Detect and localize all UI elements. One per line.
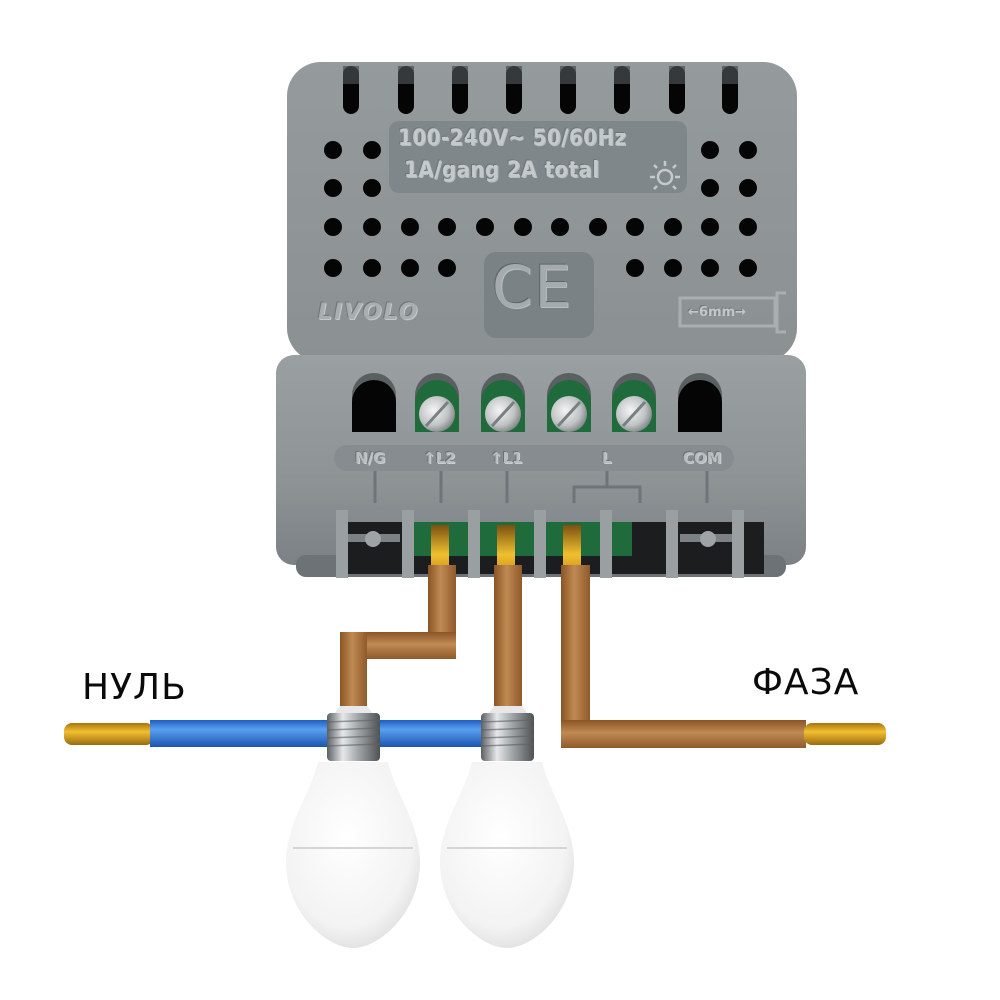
neutral-wire-bare-end (64, 723, 154, 745)
brand-logo: LIVOLO (318, 300, 420, 325)
terminal-leader-lines (373, 471, 709, 503)
terminal-label-l1: ↑L1 (490, 449, 523, 467)
terminal-label-com: COM (683, 449, 722, 467)
socket-com (678, 373, 722, 432)
wire-end-l2 (431, 525, 449, 567)
current-rating-spec: 1A/gang 2A total (404, 158, 600, 183)
vent-dots (324, 141, 757, 277)
strip-length-label: ←6mm→ (688, 305, 746, 320)
screw-l-b[interactable] (612, 373, 656, 432)
screw-l2[interactable] (415, 373, 459, 432)
terminal-label-l2: ↑L2 (423, 449, 456, 467)
phase-label: ФАЗА (752, 662, 860, 703)
screw-l-a[interactable] (547, 373, 591, 432)
socket-ng (352, 373, 396, 432)
bulb-2 (440, 706, 574, 948)
wire-end-l1 (497, 525, 515, 567)
terminal-label-l: L (602, 449, 612, 467)
phase-wire (561, 565, 886, 748)
bulb-light-icon (650, 161, 680, 190)
phase-wire-bare-end (804, 723, 886, 745)
terminal-label-band (334, 445, 734, 471)
neutral-wire (64, 720, 495, 747)
screw-l1[interactable] (481, 373, 525, 432)
ce-plate (484, 252, 594, 338)
spec-plate (389, 121, 687, 193)
switch-module (276, 62, 806, 578)
ce-mark: CE (492, 253, 574, 321)
wire-end-l (563, 525, 581, 567)
wire-l1-to-bulb-2 (494, 565, 522, 708)
terminal-sockets (352, 373, 722, 432)
bulb-1 (286, 706, 420, 948)
terminal-label-ng: N/G (355, 449, 386, 467)
voltage-frequency-spec: 100-240V~ 50/60Hz (398, 126, 627, 151)
neutral-label: НУЛЬ (82, 667, 187, 708)
wire-l2-to-bulb-1 (340, 565, 456, 708)
strip-gauge-icon (678, 291, 786, 334)
